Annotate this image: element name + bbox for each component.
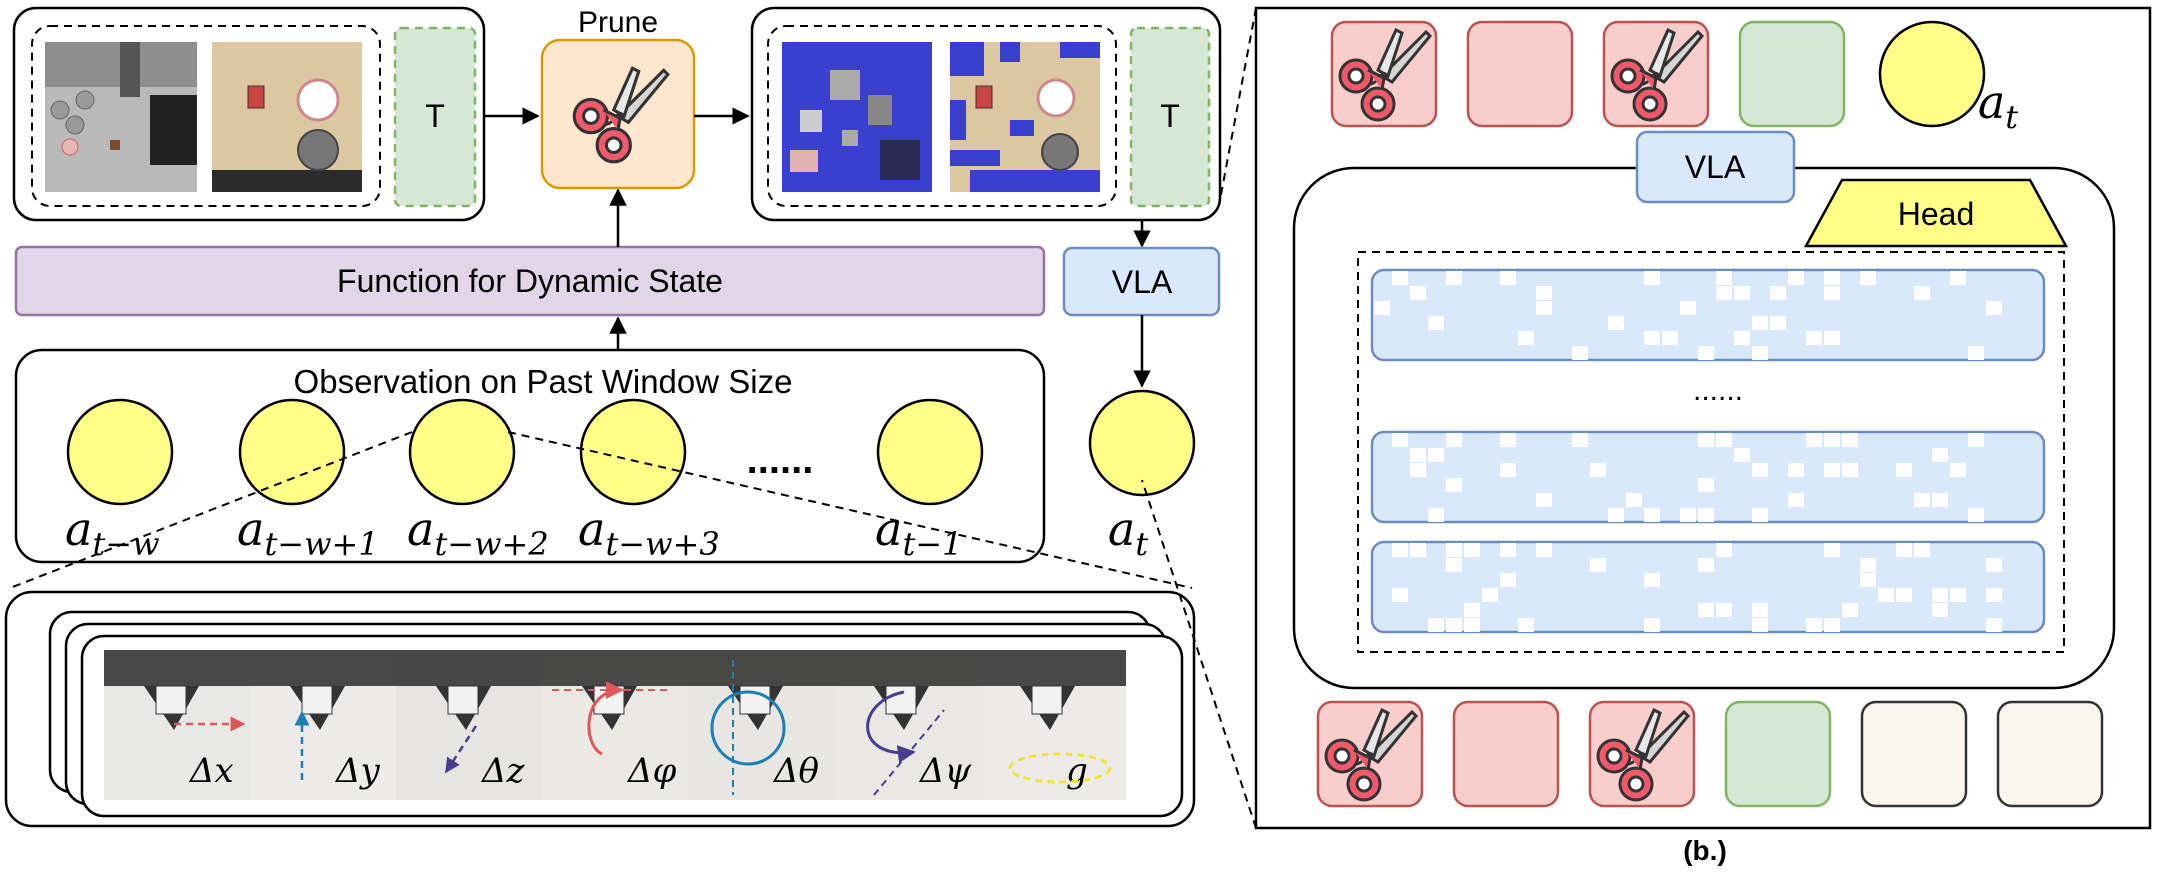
pruned-observation-box: T xyxy=(750,6,1222,222)
delta-label: Δφ xyxy=(626,751,677,791)
current-action-circle xyxy=(1088,389,1196,497)
past-action-label: at−w+1 xyxy=(237,502,379,563)
past-action-label: at−1 xyxy=(875,502,962,563)
robot-image-1 xyxy=(45,42,197,192)
past-action-2: at−w+1 xyxy=(237,398,379,563)
past-action-label: at−w+2 xyxy=(407,502,549,563)
current-action: at xyxy=(1088,389,1196,563)
action-circles: at−w at−w+1 at−w+2 at−w+3 at−1 xyxy=(65,398,984,563)
arrow-dtheta xyxy=(710,690,786,766)
delta-frame-4: Δφ xyxy=(542,650,688,800)
arrow-dphi xyxy=(587,681,624,756)
past-action-label: at−w xyxy=(65,502,160,563)
top-token-row: at xyxy=(1330,20,2018,136)
zoom-line-b-top xyxy=(1219,7,1257,201)
vla-label-small: VLA xyxy=(1112,264,1173,300)
current-action-label: at xyxy=(1108,502,1148,563)
zoom-line-left xyxy=(9,431,413,589)
delta-label: Δy xyxy=(334,751,381,791)
past-action-1: at−w xyxy=(65,398,174,563)
panel-caption: (b.) xyxy=(1683,835,1727,866)
past-action-circle xyxy=(876,398,984,506)
layers-dashed-box xyxy=(1357,251,2065,653)
vla-box-small: VLA xyxy=(1062,246,1221,317)
function-dynamic-state-box: Function for Dynamic State xyxy=(14,245,1046,317)
past-action-circle xyxy=(579,398,687,506)
delta-frames: Δx Δy Δz Δφ Δθ Δψ g xyxy=(104,650,1126,800)
past-action-circle xyxy=(238,398,346,506)
gripper-ellipse xyxy=(1008,752,1112,784)
delta-label: Δψ xyxy=(918,751,972,791)
layers-ellipsis: ...... xyxy=(1693,374,1743,407)
delta-frame-5: Δθ xyxy=(688,650,834,800)
observation-label: Observation on Past Window Size xyxy=(294,363,793,400)
delta-label: Δθ xyxy=(772,751,819,791)
transformer-layers xyxy=(1370,268,2046,634)
delta-frame-3: Δz xyxy=(396,650,542,800)
delta-label: Δz xyxy=(480,751,526,791)
head-block xyxy=(1803,178,2069,248)
token-box-output xyxy=(1129,26,1211,208)
panel-action-circle xyxy=(1878,20,1986,128)
delta-frame-6: Δψ xyxy=(834,650,980,800)
token-box-input xyxy=(393,26,477,208)
transformer-layer-1 xyxy=(1370,268,2046,362)
vla-box-large xyxy=(1635,130,1796,204)
token-label-output: T xyxy=(1160,98,1180,134)
past-action-circle xyxy=(408,398,516,506)
token-label-input: T xyxy=(425,98,445,134)
ellipsis-dots: ...... xyxy=(747,438,814,482)
past-action-5: at−1 xyxy=(875,398,984,563)
transformer-layer-2 xyxy=(1370,430,2046,524)
prune-block: Prune xyxy=(540,6,696,190)
delta-label: Δx xyxy=(188,751,234,791)
pruned-image-1 xyxy=(782,42,932,192)
head-label: Head xyxy=(1898,196,1975,232)
zoom-line-b-bottom xyxy=(1141,479,1257,829)
pruned-image-2 xyxy=(950,42,1100,192)
zoom-line-right xyxy=(507,431,1193,589)
input-observation-box: T xyxy=(12,6,486,222)
arrow-dz xyxy=(444,725,478,774)
vla-label-large: VLA xyxy=(1685,149,1746,185)
function-label: Function for Dynamic State xyxy=(337,263,723,299)
past-action-label: at−w+3 xyxy=(578,502,720,563)
past-action-4: at−w+3 xyxy=(578,398,720,563)
robot-image-2 xyxy=(212,42,362,192)
delta-frame-7: g xyxy=(980,650,1126,800)
past-action-3: at−w+2 xyxy=(407,398,549,563)
panel-action-label: at xyxy=(1978,75,2018,136)
delta-label: g xyxy=(1066,751,1088,791)
delta-frame-2: Δy xyxy=(250,650,396,800)
transformer-layer-3 xyxy=(1370,540,2046,634)
prune-label: Prune xyxy=(578,6,658,39)
past-action-circle xyxy=(66,398,174,506)
bottom-token-row xyxy=(1316,700,2104,808)
arrow-dpsi xyxy=(866,690,916,764)
